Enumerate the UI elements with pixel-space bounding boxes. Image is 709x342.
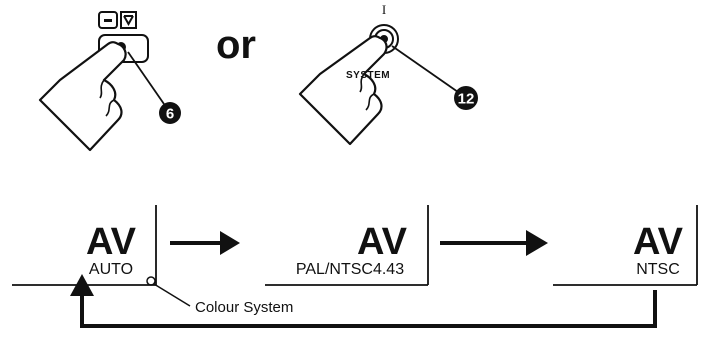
colour-system-label: Colour System [195,299,293,316]
mode-subtitle: AUTO [89,261,133,278]
mode-panel-av-ntsc: AV NTSC [553,205,697,285]
left-remote-button-illustration: 6 [40,12,181,150]
system-button-top-mark: I [382,2,386,17]
return-loop-arrow [70,274,655,326]
or-text: or [216,23,256,67]
hand-icon [300,36,387,144]
arrow-auto-to-pal [170,231,240,255]
mode-panel-av-pal-ntsc443: AV PAL/NTSC4.43 [265,205,428,285]
system-button-label: SYSTEM [346,70,390,81]
colour-system-callout: Colour System [147,277,293,316]
callout-badge-6-number: 6 [166,106,174,123]
mode-title: AV [633,221,684,263]
mode-subtitle: PAL/NTSC4.43 [296,261,404,278]
callout-badge-12-number: 12 [458,91,475,108]
hand-icon [40,42,126,150]
tv-video-icon [121,12,136,28]
mode-panel-av-auto: AV AUTO [12,205,156,285]
mode-title: AV [357,221,408,263]
mode-title: AV [86,221,137,263]
arrow-pal-to-ntsc [440,230,548,256]
right-remote-button-illustration: I SYSTEM 12 [300,2,478,144]
mode-subtitle: NTSC [636,261,680,278]
